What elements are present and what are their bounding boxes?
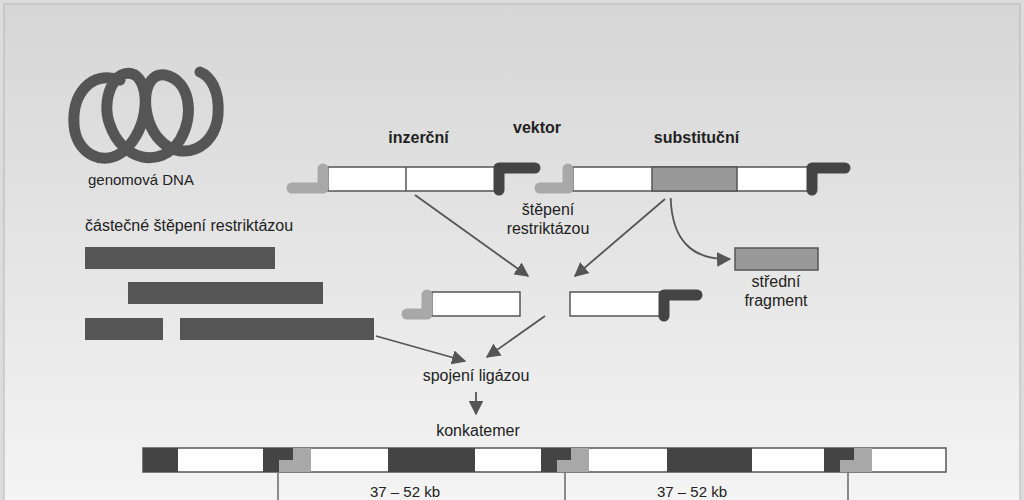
insertion-vector <box>292 167 535 191</box>
size-label: 37 – 52 kb <box>370 482 440 500</box>
product-label: konkatemer <box>436 421 520 440</box>
group-label: vektor <box>513 118 561 137</box>
dna-fragments <box>85 247 374 340</box>
genomic-dna <box>74 72 218 158</box>
step-label: spojení ligázou <box>423 366 530 385</box>
vector-group: inzerční <box>287 128 550 196</box>
step-label: štěpení restriktázou <box>493 200 603 238</box>
vector-group: substituční <box>535 128 858 198</box>
node-text: inzerční <box>287 128 550 147</box>
middle-fragment-bar <box>735 248 818 270</box>
vector-arms <box>407 292 697 316</box>
concatemer <box>143 448 946 472</box>
node-text: střední fragment <box>736 272 816 310</box>
background-panel <box>4 4 1020 500</box>
dna-label: genomová DNA <box>88 170 194 189</box>
curved-arrow <box>671 198 730 259</box>
substitution-vector <box>540 167 845 191</box>
process-arrows <box>376 195 665 414</box>
step-label: částečné štěpení restriktázou <box>85 216 293 235</box>
size-label: 37 – 52 kb <box>657 482 727 500</box>
size-brackets <box>278 473 848 500</box>
node-text: substituční <box>535 128 858 147</box>
fragment-box: střední fragment <box>730 246 822 312</box>
